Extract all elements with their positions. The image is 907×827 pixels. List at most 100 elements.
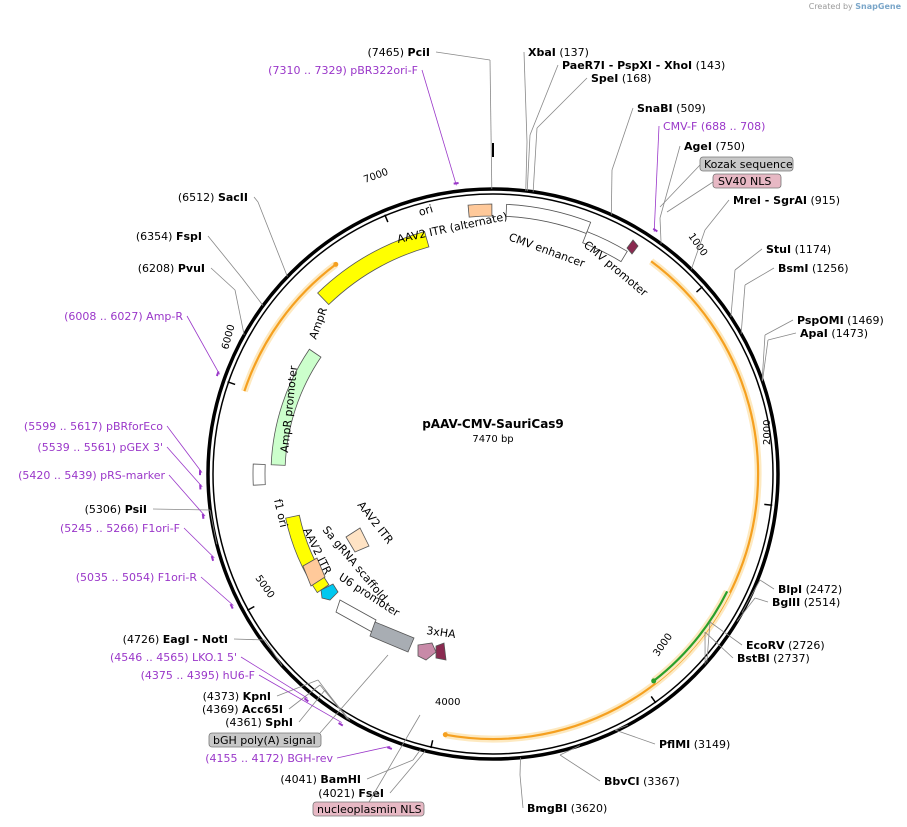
- bgh-polya-label: bGH poly(A) signal: [213, 734, 316, 747]
- site-leader-17: [519, 774, 524, 809]
- site-line-13: [706, 621, 711, 663]
- site-pos-27: (6512): [178, 191, 218, 204]
- site-pos-6: (915): [807, 194, 840, 207]
- site-pos-7: (1174): [791, 243, 831, 256]
- site-label-13: EcoRV (2726): [746, 639, 825, 652]
- primer-line-8: [240, 656, 308, 699]
- site-leader-9: [764, 319, 794, 336]
- feature-nls-marker: [435, 642, 447, 661]
- primer-mark-0: [453, 182, 459, 185]
- site-pos-5: (750): [712, 140, 745, 153]
- primer-label-5: (5420 .. 5439) pRS-marker: [18, 469, 165, 482]
- site-pos-9: (1469): [844, 314, 884, 327]
- orf-arc-end-1: [651, 678, 657, 684]
- nucleoplasmin-nls-box: nucleoplasmin NLS: [312, 714, 425, 817]
- primer-label-9: (4375 .. 4395) hU6-F: [141, 669, 255, 682]
- site-name-20: SphI: [265, 716, 293, 729]
- site-name-21: Acc65I: [242, 703, 283, 716]
- primer-label-4: (5539 .. 5561) pGEX 3': [37, 441, 163, 454]
- site-name-7: StuI: [766, 243, 791, 256]
- feature-kozak-marker: [626, 239, 639, 255]
- site-label-25: (6208) PvuI: [138, 262, 205, 275]
- tick-label-4000: 4000: [435, 697, 460, 708]
- site-line-3: [532, 127, 538, 192]
- site-leader-5: [659, 145, 681, 219]
- site-line-23: [264, 639, 283, 666]
- site-label-19: (4041) BamHI: [280, 773, 361, 786]
- site-pos-0: (7465): [367, 46, 407, 59]
- primer-line-2: [186, 315, 220, 375]
- site-label-11: BlpI (2472): [778, 583, 842, 596]
- primer-line-10: [336, 745, 391, 759]
- primer-line-5: [168, 474, 206, 517]
- site-pos-18: (4021): [318, 787, 358, 800]
- site-name-14: BstBI: [737, 652, 770, 665]
- site-line-19: [412, 749, 421, 761]
- site-line-2: [526, 134, 531, 192]
- site-pos-14: (2737): [770, 652, 810, 665]
- feature-layer: [252, 203, 639, 661]
- site-label-12: BglII (2514): [772, 596, 840, 609]
- tick-label-7000: 7000: [362, 167, 390, 186]
- tick-label-1000: 1000: [686, 231, 710, 258]
- site-name-18: FseI: [358, 787, 384, 800]
- site-line-10: [762, 339, 769, 382]
- site-line-8: [740, 284, 746, 334]
- backbone-inner-strand: [212, 193, 774, 755]
- feature-ori: [317, 230, 430, 306]
- site-line-16: [559, 745, 580, 756]
- primer-label-7: (5035 .. 5054) F1ori-R: [76, 571, 198, 584]
- site-name-25: PvuI: [178, 262, 205, 275]
- orf-arc-halo-0: [444, 258, 762, 743]
- site-leader-24: [152, 508, 211, 511]
- site-name-6: MreI - SgrAI: [733, 194, 807, 207]
- site-line-12: [736, 597, 756, 622]
- feature-ampr: [270, 348, 322, 466]
- site-line-26: [241, 277, 264, 306]
- site-label-3: SpeI (168): [591, 72, 651, 85]
- site-name-19: BamHI: [320, 773, 361, 786]
- site-name-3: SpeI: [591, 72, 618, 85]
- site-label-7: StuI (1174): [766, 243, 831, 256]
- site-pos-3: (168): [618, 72, 651, 85]
- site-name-16: BbvCI: [604, 775, 640, 788]
- site-leader-23: [233, 638, 266, 641]
- tick-mark-4000: [430, 740, 434, 749]
- site-pos-25: (6208): [138, 262, 178, 275]
- site-leader-16: [559, 754, 601, 782]
- site-leader-11: [759, 579, 775, 590]
- site-label-2: PaeR7I - PspXI - XhoI (143): [562, 59, 725, 72]
- site-leader-26: [207, 235, 243, 279]
- site-leader-8: [744, 267, 775, 286]
- site-label-21: (4369) Acc65I: [202, 703, 283, 716]
- feature-cmv-enhancer: [505, 203, 592, 234]
- site-name-15: PflMI: [659, 738, 690, 751]
- tick-label-5000: 5000: [253, 573, 277, 600]
- primer-mark-8: [303, 697, 309, 703]
- primer-line-9: [258, 674, 342, 723]
- site-label-22: (4373) KpnI: [203, 690, 271, 703]
- primer-line-3: [166, 425, 203, 473]
- snapgene-logo: SnapGene: [855, 2, 901, 11]
- primer-line-6: [183, 527, 215, 559]
- site-name-1: XbaI: [528, 46, 556, 59]
- orf-arc-0: [445, 260, 760, 741]
- site-line-1: [525, 141, 528, 191]
- feature-label-ampr: AmpR: [307, 305, 331, 341]
- orf-arc-end-2: [333, 261, 339, 267]
- plasmid-length: 7470 bp: [472, 434, 513, 445]
- orf-arc-layer: [241, 258, 762, 743]
- site-pos-19: (4041): [280, 773, 320, 786]
- bgh-polya-box: bGH poly(A) signal: [208, 654, 389, 748]
- site-leader-15: [614, 729, 656, 745]
- site-leader-14: [704, 631, 734, 659]
- primer-label-8: (4546 .. 4565) LKO.1 5': [110, 651, 237, 664]
- kozak-sequence-label: Kozak sequence: [704, 158, 793, 171]
- site-name-0: PciI: [408, 46, 430, 59]
- site-label-20: (4361) SphI: [225, 716, 293, 729]
- feature-3xha: [417, 642, 437, 661]
- tick-mark-7000: [384, 214, 389, 223]
- site-leader-3: [536, 77, 588, 129]
- site-name-5: AgeI: [684, 140, 712, 153]
